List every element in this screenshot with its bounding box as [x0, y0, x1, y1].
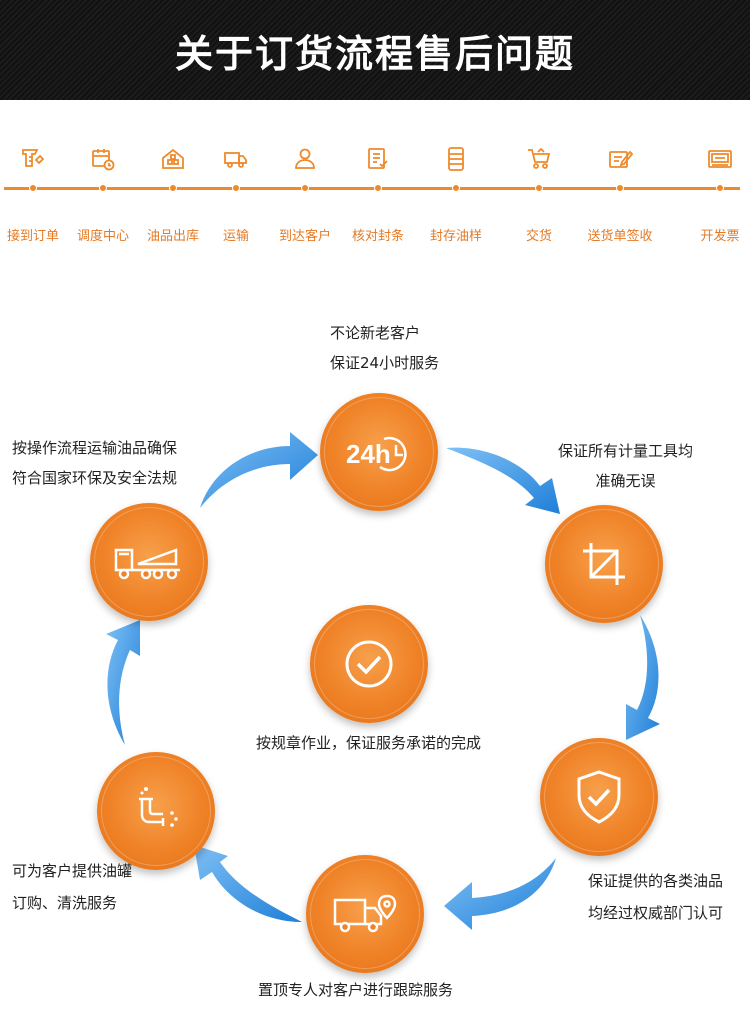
timeline-step-label: 核对封条: [351, 229, 404, 244]
shield-check-icon: [577, 770, 621, 824]
timeline-step-label: 交货: [525, 229, 552, 244]
truck-icon: [224, 152, 247, 168]
timeline-dot: [301, 184, 309, 192]
timeline-step: 核对封条: [338, 120, 418, 260]
warehouse-icon: [162, 148, 184, 169]
timeline-step: 到达客户: [265, 120, 345, 260]
tracking-service-circle: [306, 855, 424, 973]
caption-tank-cleaning: 可为客户提供油罐 订购、清洗服务: [12, 862, 133, 912]
timeline-step: 开发票: [680, 120, 750, 260]
caption-transport-safety: 按操作流程运输油品确保 符合国家环保及安全法规: [12, 439, 178, 487]
measurement-circle: [545, 505, 663, 623]
timeline-step-label: 油品出库: [146, 229, 199, 244]
timeline-step-label: 调度中心: [76, 229, 129, 244]
caption-tracking-service: 置顶专人对客户进行跟踪服务: [258, 981, 454, 999]
order-icon: [22, 149, 45, 167]
timeline-step: 送货单签收: [580, 120, 660, 260]
timeline-step-label: 开发票: [700, 229, 740, 244]
delivery-cart-icon: [528, 147, 551, 169]
arrow-icon: [194, 845, 302, 922]
clock-24h-icon: 24h: [346, 436, 407, 472]
customer-icon: [295, 148, 315, 169]
timeline-dot: [169, 184, 177, 192]
timeline-dot: [99, 184, 107, 192]
timeline-line: [4, 187, 740, 190]
timeline-dot: [29, 184, 37, 192]
arrow-icon: [444, 858, 556, 930]
timeline-step-label: 封存油样: [429, 229, 482, 244]
timeline-step: 封存油样: [416, 120, 496, 260]
timeline-step: 接到订单: [0, 120, 73, 260]
caption-certified-quality: 保证提供的各类油品 均经过权威部门认可: [588, 872, 724, 922]
caption-standard-operation: 按规章作业，保证服务承诺的完成: [256, 734, 482, 752]
transport-safety-circle: [90, 503, 208, 621]
calendar-icon: [92, 149, 115, 171]
timeline-dot: [616, 184, 624, 192]
arrow-icon: [626, 615, 660, 740]
process-timeline: 接到订单 调度中心 油品出库 运输 到达客户 核对封条: [0, 120, 750, 260]
timeline-step: 油品出库: [133, 120, 213, 260]
sign-icon: [609, 150, 633, 168]
caption-measurement: 保证所有计量工具均 准确无误: [558, 442, 694, 490]
tanker-truck-icon: [114, 548, 180, 580]
service-24h-circle: 24h: [320, 393, 438, 511]
timeline-step-label: 运输: [222, 229, 249, 244]
arrow-icon: [446, 447, 560, 514]
invoice-icon: [708, 150, 732, 168]
checklist-icon: [368, 148, 388, 169]
timeline-step-label: 到达客户: [278, 229, 331, 244]
timeline-step: 运输: [196, 120, 276, 260]
header-banner: 关于订货流程售后问题: [0, 0, 750, 100]
check-circle-icon: [345, 640, 393, 688]
timeline-step-label: 送货单签收: [587, 229, 653, 244]
page-title: 关于订货流程售后问题: [174, 31, 575, 76]
arrow-icon: [200, 432, 318, 508]
timeline-dot: [535, 184, 543, 192]
timeline-dot: [716, 184, 724, 192]
timeline-dot: [374, 184, 382, 192]
timeline-step: 调度中心: [63, 120, 143, 260]
timeline-dot: [452, 184, 460, 192]
crop-icon: [583, 543, 625, 585]
truck-location-icon: [333, 894, 397, 933]
timeline-dot: [232, 184, 240, 192]
certified-quality-circle: [540, 738, 658, 856]
svg-text:24h: 24h: [346, 439, 391, 469]
timeline-step: 交货: [499, 120, 579, 260]
timeline-step-label: 接到订单: [6, 229, 59, 244]
standard-operation-circle: [310, 605, 428, 723]
pipe-icon: [139, 787, 178, 827]
caption-24h: 不论新老客户 保证24小时服务: [330, 324, 440, 372]
barrel-icon: [448, 147, 464, 171]
arrow-icon: [106, 620, 140, 745]
tank-cleaning-circle: [97, 752, 215, 870]
